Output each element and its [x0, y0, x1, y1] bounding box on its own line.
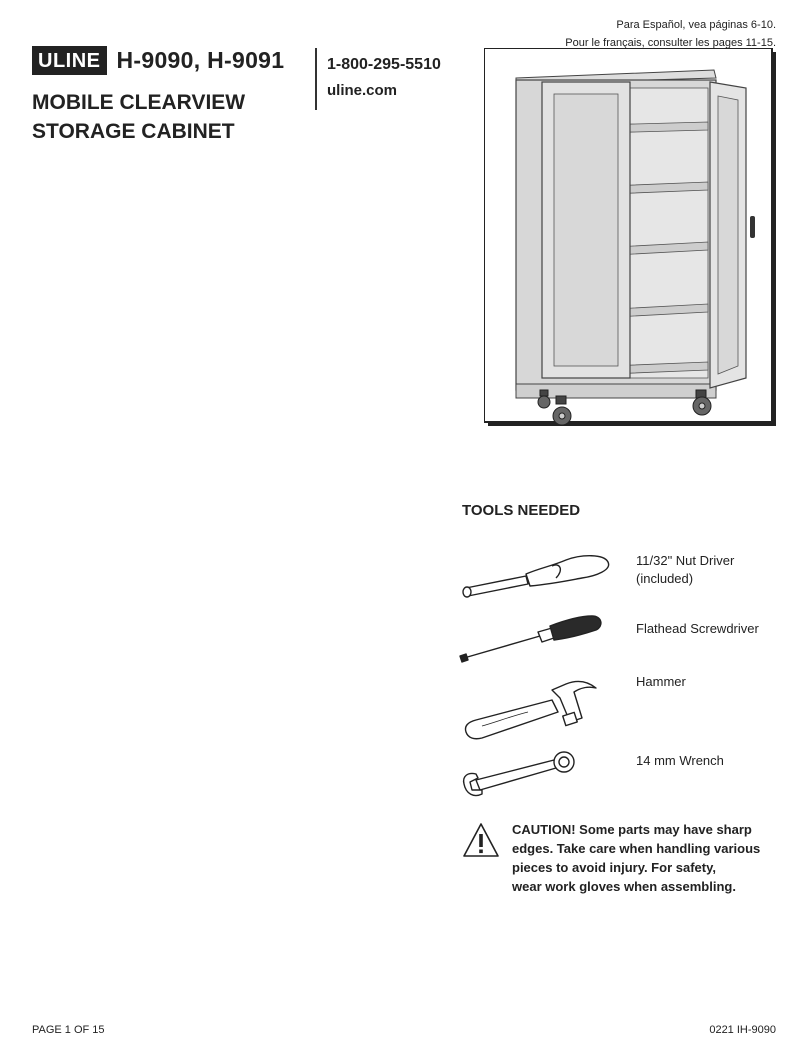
document-code: 0221 IH-9090 — [709, 1024, 776, 1036]
model-numbers: H-9090, H-9091 — [116, 46, 285, 73]
language-notes: Para Español, vea páginas 6-10. Pour le … — [565, 16, 776, 52]
tool-label-hammer: Hammer — [636, 674, 686, 689]
caution-notice: CAUTION! Some parts may have sharp edges… — [512, 822, 761, 894]
cabinet-illustration — [484, 48, 776, 426]
nut-driver-icon — [462, 555, 610, 598]
page-number: PAGE 1 OF 15 — [32, 1024, 105, 1036]
spanish-note: Para Español, vea páginas 6-10. — [616, 19, 776, 31]
title-line-1: MOBILE CLEARVIEW — [32, 91, 246, 114]
title-line-2: STORAGE CABINET — [32, 120, 235, 143]
phone-number: 1-800-295-5510 — [327, 56, 441, 73]
website: uline.com — [327, 82, 398, 99]
uline-logo: ULINE — [32, 45, 107, 75]
product-title: MOBILE CLEARVIEW STORAGE CABINET — [32, 88, 245, 146]
warning-triangle-icon — [463, 823, 499, 857]
hammer-icon — [464, 680, 597, 740]
tool-label-wrench: 14 mm Wrench — [636, 753, 724, 768]
tool-label-flathead-screwdriver: Flathead Screwdriver — [636, 621, 759, 636]
brand-row: ULINE H-9090, H-9091 — [32, 44, 284, 76]
wrench-icon — [462, 751, 575, 797]
tool-label-nut-driver: 11/32" Nut Driver (included) — [636, 553, 735, 586]
french-note: Pour le français, consulter les pages 11… — [565, 37, 776, 49]
flathead-screwdriver-icon — [459, 615, 602, 663]
header-divider — [315, 48, 317, 110]
tools-heading: TOOLS NEEDED — [462, 502, 581, 519]
